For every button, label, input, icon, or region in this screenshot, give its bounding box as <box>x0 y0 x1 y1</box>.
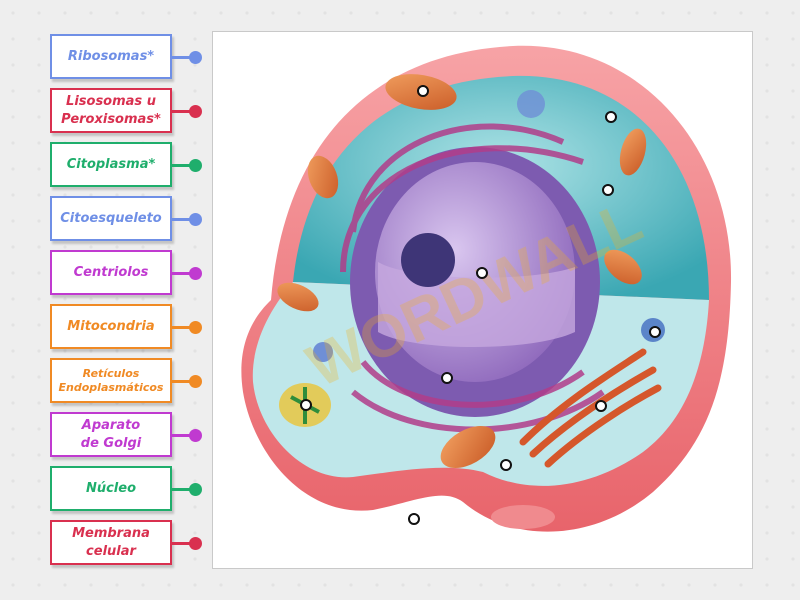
label-centriolos[interactable]: Centriolos <box>50 250 172 295</box>
hotspot-7[interactable] <box>300 399 312 411</box>
hotspot-4[interactable] <box>476 267 488 279</box>
mitochondrion <box>277 282 319 312</box>
label-connector <box>172 379 194 383</box>
animal-cell-illustration: WORDWALL <box>241 45 732 532</box>
label-text: Núcleo <box>85 480 137 496</box>
label-text: Aparato de Golgi <box>80 417 142 451</box>
drag-handle-ribosomas[interactable] <box>189 50 202 64</box>
label-text: Lisosomas u Peroxisomas* <box>61 93 161 127</box>
drag-handle-reticulos-endoplasmaticos[interactable] <box>189 374 202 388</box>
nucleolus <box>401 233 455 287</box>
mitochondrion <box>604 249 642 285</box>
hotspot-9[interactable] <box>500 459 512 471</box>
hotspot-1[interactable] <box>417 85 429 97</box>
drag-handle-lisosomas-peroxisomas[interactable] <box>189 104 202 118</box>
label-lisosomas-peroxisomas[interactable]: Lisosomas u Peroxisomas* <box>50 88 172 133</box>
hotspot-6[interactable] <box>441 372 453 384</box>
hotspot-8[interactable] <box>595 400 607 412</box>
label-citoplasma[interactable]: Citoplasma* <box>50 142 172 187</box>
label-membrana-celular[interactable]: Membrana celular <box>50 520 172 565</box>
label-connector <box>172 325 194 329</box>
label-text: Membrana celular <box>72 525 150 559</box>
label-ribosomas[interactable]: Ribosomas* <box>50 34 172 79</box>
label-text: Retículos Endoplasmáticos <box>58 366 164 394</box>
label-connector <box>172 55 194 59</box>
mitochondrion <box>619 128 647 176</box>
label-connector <box>172 217 194 221</box>
label-citoesqueleto[interactable]: Citoesqueleto <box>50 196 172 241</box>
label-connector <box>172 163 194 167</box>
label-text: Citoplasma* <box>66 156 156 172</box>
mitochondrion <box>307 155 339 199</box>
hotspot-10[interactable] <box>408 513 420 525</box>
cell-diagram-frame: WORDWALL <box>212 31 753 569</box>
drag-handle-nucleo[interactable] <box>189 482 202 496</box>
drag-handle-centriolos[interactable] <box>189 266 202 280</box>
drag-handle-membrana-celular[interactable] <box>189 536 202 550</box>
label-reticulos-endoplasmaticos[interactable]: Retículos Endoplasmáticos <box>50 358 172 403</box>
hotspot-3[interactable] <box>602 184 614 196</box>
hotspot-5[interactable] <box>649 326 661 338</box>
label-mitocondria[interactable]: Mitocondria <box>50 304 172 349</box>
drag-handle-citoesqueleto[interactable] <box>189 212 202 226</box>
label-connector <box>172 271 194 275</box>
label-connector <box>172 433 194 437</box>
drag-handle-mitocondria[interactable] <box>189 320 202 334</box>
label-connector <box>172 487 194 491</box>
endoplasmic-reticulum <box>340 123 605 433</box>
drag-handle-aparato-de-golgi[interactable] <box>189 428 202 442</box>
mitochondrion-outline <box>491 505 555 529</box>
label-text: Citoesqueleto <box>60 210 162 226</box>
label-connector <box>172 541 194 545</box>
label-text: Ribosomas* <box>67 48 155 64</box>
label-aparato-de-golgi[interactable]: Aparato de Golgi <box>50 412 172 457</box>
label-text: Mitocondria <box>67 318 155 334</box>
label-connector <box>172 109 194 113</box>
label-nucleo[interactable]: Núcleo <box>50 466 172 511</box>
mitochondrion <box>440 425 496 469</box>
label-text: Centriolos <box>73 264 149 280</box>
drag-handle-citoplasma[interactable] <box>189 158 202 172</box>
vesicle <box>313 342 333 362</box>
vesicle <box>517 90 545 118</box>
hotspot-2[interactable] <box>605 111 617 123</box>
